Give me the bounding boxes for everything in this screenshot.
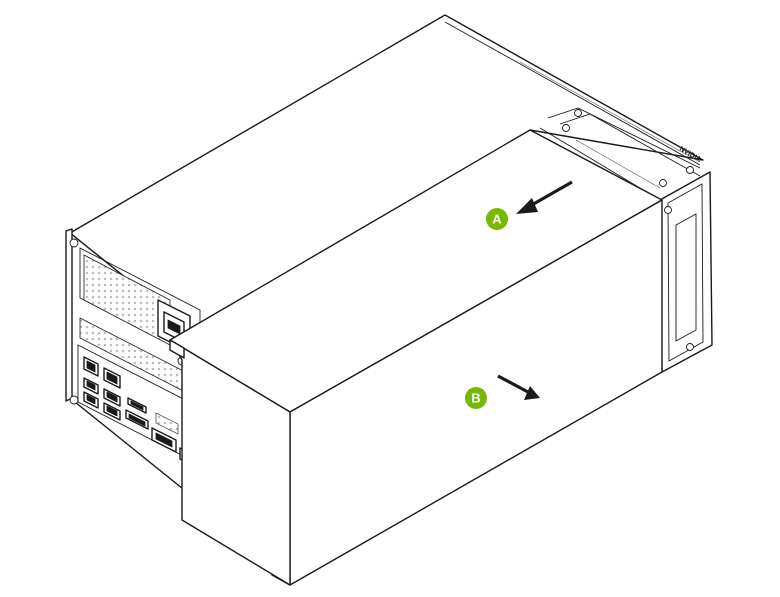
arrow-b <box>497 374 540 400</box>
usb-ports-right <box>103 367 121 421</box>
left-flange <box>65 228 73 402</box>
top-rail-line <box>444 21 701 166</box>
display-ports <box>125 397 149 430</box>
cover-front-lip <box>169 339 185 359</box>
callout-b-label: B <box>471 391 480 406</box>
callout-a-label: A <box>492 212 502 227</box>
frame-screws <box>562 109 694 351</box>
side-cover-edge <box>169 339 291 586</box>
usb-ports-left <box>83 356 99 409</box>
callout-a-badge <box>486 208 508 230</box>
right-frame-inner <box>667 183 704 362</box>
callout-b: B <box>465 387 487 409</box>
callout-b-badge <box>465 387 487 409</box>
callout-a: A <box>486 208 508 230</box>
arrow-a <box>516 180 573 214</box>
right-frame <box>659 171 713 373</box>
